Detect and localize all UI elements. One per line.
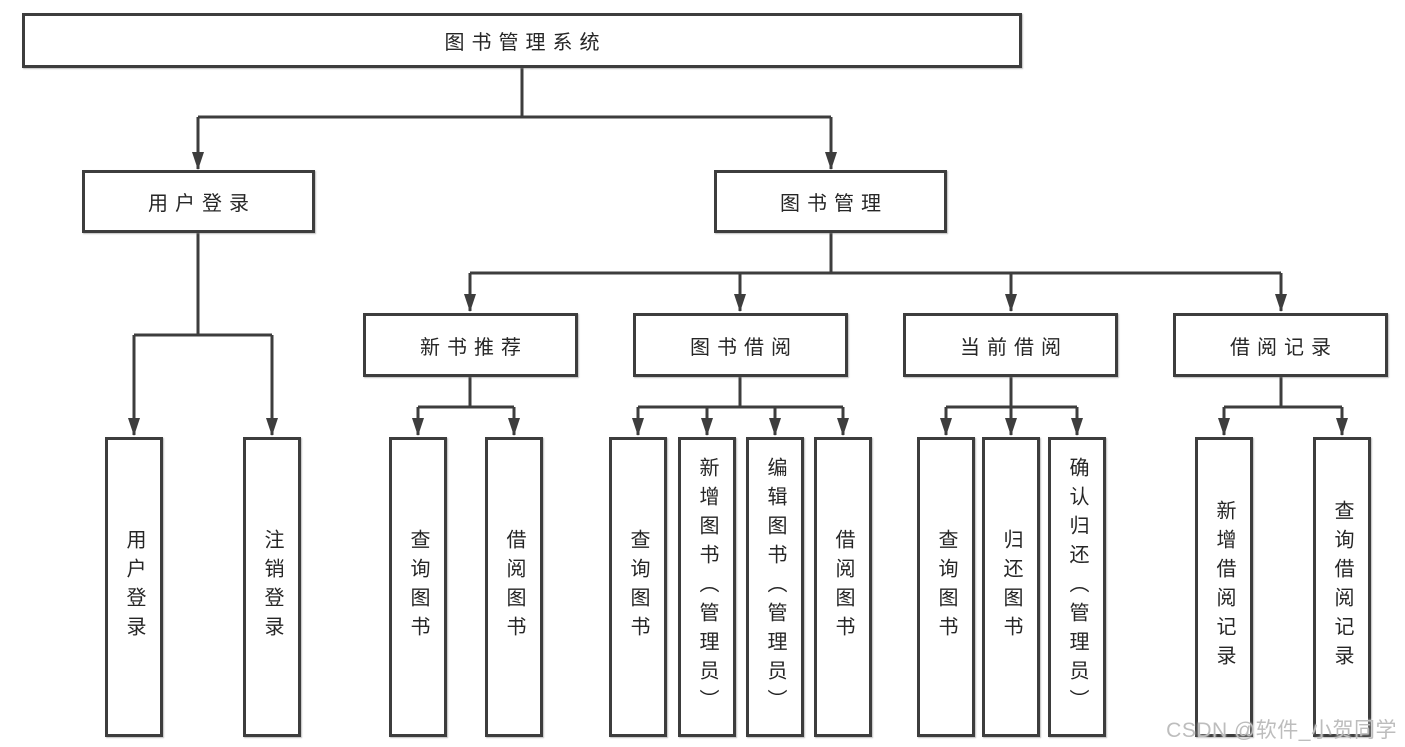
- leaf-confirm-return-admin-label: 确认归还（管理员）: [1066, 456, 1088, 718]
- node-user-login-label: 用户登录: [148, 193, 256, 215]
- leaf-logout: 注销登录: [243, 437, 301, 737]
- leaf-borrow-books: 借阅图书: [814, 437, 872, 737]
- leaf-edit-books-admin: 编辑图书（管理员）: [746, 437, 804, 737]
- leaf-user-login: 用户登录: [105, 437, 163, 737]
- csdn-watermark: CSDN @软件_小贺同学: [1166, 719, 1397, 742]
- edge-book-borrow-branch: [638, 377, 843, 409]
- leaf-query-books-borrowing-label: 查询图书: [627, 529, 649, 645]
- leaf-add-books-admin-label: 新增图书（管理员）: [696, 456, 718, 718]
- node-borrow-records-label: 借阅记录: [1230, 336, 1338, 359]
- leaf-query-books-recommend-label: 查询图书: [407, 529, 429, 645]
- node-book-borrowing: 图书借阅: [633, 313, 848, 377]
- leaf-borrow-books-recommend-label: 借阅图书: [503, 529, 525, 645]
- leaf-query-books-borrowing: 查询图书: [609, 437, 667, 737]
- node-borrow-records: 借阅记录: [1173, 313, 1388, 377]
- edge-new-book-branch: [418, 377, 514, 409]
- edge-user-login-branch: [134, 233, 272, 337]
- node-current-borrowing: 当前借阅: [903, 313, 1118, 377]
- leaf-query-books-recommend: 查询图书: [389, 437, 447, 737]
- leaf-query-borrow-record: 查询借阅记录: [1313, 437, 1371, 737]
- node-current-borrowing-label: 当前借阅: [960, 336, 1068, 359]
- leaf-add-books-admin: 新增图书（管理员）: [678, 437, 736, 737]
- leaf-add-borrow-record-label: 新增借阅记录: [1213, 500, 1235, 674]
- leaf-logout-label: 注销登录: [261, 529, 283, 645]
- node-user-login: 用户登录: [82, 170, 315, 233]
- leaf-query-borrow-record-label: 查询借阅记录: [1331, 500, 1353, 674]
- leaf-borrow-books-label: 借阅图书: [832, 529, 854, 645]
- node-book-management-label: 图书管理: [780, 193, 888, 215]
- node-new-book-recommend-label: 新书推荐: [420, 336, 528, 359]
- edge-root-to-level2: [198, 68, 831, 119]
- node-library-system: 图书管理系统: [22, 13, 1022, 68]
- edge-book-management-branch: [470, 233, 1281, 275]
- leaf-query-books-current: 查询图书: [917, 437, 975, 737]
- leaf-add-borrow-record: 新增借阅记录: [1195, 437, 1253, 737]
- edge-current-borrow-branch: [946, 377, 1077, 409]
- leaf-query-books-current-label: 查询图书: [935, 529, 957, 645]
- leaf-return-books-label: 归还图书: [1000, 529, 1022, 645]
- node-book-management: 图书管理: [714, 170, 947, 233]
- node-book-borrowing-label: 图书借阅: [690, 336, 798, 359]
- leaf-confirm-return-admin: 确认归还（管理员）: [1048, 437, 1106, 737]
- edge-borrow-records-branch: [1224, 377, 1342, 409]
- node-library-system-label: 图书管理系统: [444, 32, 607, 54]
- leaf-edit-books-admin-label: 编辑图书（管理员）: [764, 456, 786, 718]
- leaf-user-login-label: 用户登录: [123, 529, 145, 645]
- leaf-return-books: 归还图书: [982, 437, 1040, 737]
- leaf-borrow-books-recommend: 借阅图书: [485, 437, 543, 737]
- node-new-book-recommend: 新书推荐: [363, 313, 578, 377]
